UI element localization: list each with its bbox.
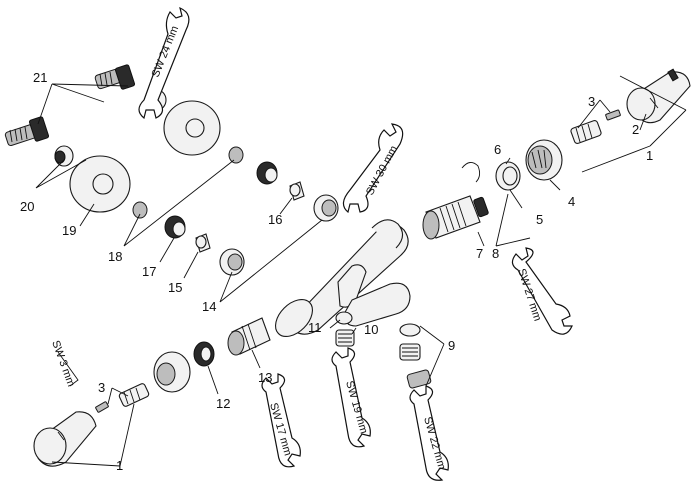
handle-2-top	[626, 68, 691, 124]
nut-20-left	[54, 145, 74, 167]
wrench-sw24	[138, 6, 190, 120]
connector-20-left	[4, 116, 50, 147]
wrench-sw22	[409, 385, 449, 481]
callout-5: 5	[536, 212, 543, 227]
callout-7: 7	[476, 246, 483, 261]
callout-10: 10	[364, 322, 378, 337]
callout-1-top: 1	[646, 148, 653, 163]
seal-11	[335, 311, 353, 325]
callout-21: 21	[33, 70, 47, 85]
adapter-top	[570, 119, 602, 145]
callout-2: 2	[632, 122, 639, 137]
leader-lines	[35, 75, 687, 467]
callout-6: 6	[494, 142, 501, 157]
callout-17: 17	[142, 264, 156, 279]
nut-14-lower	[219, 248, 245, 276]
callout-3-bottom: 3	[98, 380, 105, 395]
callout-15: 15	[168, 280, 182, 295]
callout-14: 14	[202, 299, 216, 314]
clip-8	[461, 162, 481, 183]
thermo-cartridge-13	[227, 317, 271, 356]
callout-11: 11	[308, 320, 322, 335]
nipple-10	[335, 329, 355, 347]
wrench-sw27	[511, 247, 573, 335]
cartridge-7	[422, 195, 489, 240]
callout-1-bottom: 1	[116, 458, 123, 473]
callout-20: 20	[20, 199, 34, 214]
stop-ring-4	[525, 139, 563, 181]
cartridge-12	[153, 341, 215, 393]
wrench-sw17	[261, 373, 301, 468]
callout-13: 13	[258, 370, 272, 385]
nipple-16	[289, 181, 305, 201]
label-sw3: SW 3 mm	[49, 339, 77, 388]
wrench-sw30	[342, 123, 404, 214]
screw-3-top	[605, 109, 621, 121]
rosette-19-left	[69, 155, 131, 213]
callout-18: 18	[108, 249, 122, 264]
handle-1-bottom	[33, 411, 97, 467]
callout-19: 19	[62, 223, 76, 238]
callout-numbers: 21 20 19 18 17 16 15 14 13 12 11 10 9 8 …	[20, 70, 653, 473]
ring-6	[495, 161, 521, 191]
check-valve-17-b	[256, 161, 278, 185]
connector-21-right	[94, 64, 136, 90]
callout-12: 12	[216, 396, 230, 411]
hex-key-sw3	[57, 351, 79, 387]
check-valve-17-a	[164, 215, 186, 239]
callout-9: 9	[448, 338, 455, 353]
nut-14-upper	[313, 194, 339, 222]
filter-18-a	[132, 201, 148, 219]
callout-16: 16	[268, 212, 282, 227]
callout-4: 4	[568, 194, 575, 209]
wrench-sw19	[331, 347, 371, 448]
callout-8: 8	[492, 246, 499, 261]
spindle-bottom	[118, 383, 150, 407]
aerator-9	[399, 323, 432, 389]
callout-3-top: 3	[588, 94, 595, 109]
mixer-body	[275, 219, 411, 337]
rosette-19-right	[163, 100, 221, 156]
filter-18-b	[228, 146, 244, 164]
nipple-15	[195, 233, 211, 253]
screw-3-bottom	[95, 401, 109, 413]
